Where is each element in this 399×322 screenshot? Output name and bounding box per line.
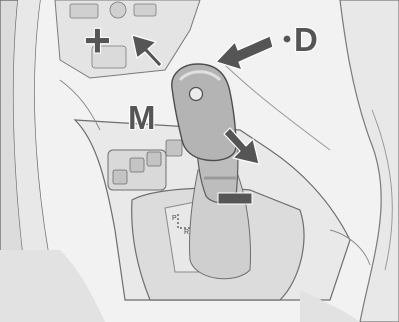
control-knob [110,2,126,18]
label-m: M [128,101,156,134]
knob-button-icon [190,88,203,101]
console-button [113,170,127,184]
console-button [166,140,182,156]
console-button [130,158,144,172]
svg-text:R: R [184,229,189,236]
minus-sign-icon [218,193,252,204]
svg-text:P: P [172,215,177,222]
label-plus: + [84,17,111,63]
label-d: D [294,23,318,56]
console-button [147,152,161,166]
d-dot [284,36,291,43]
